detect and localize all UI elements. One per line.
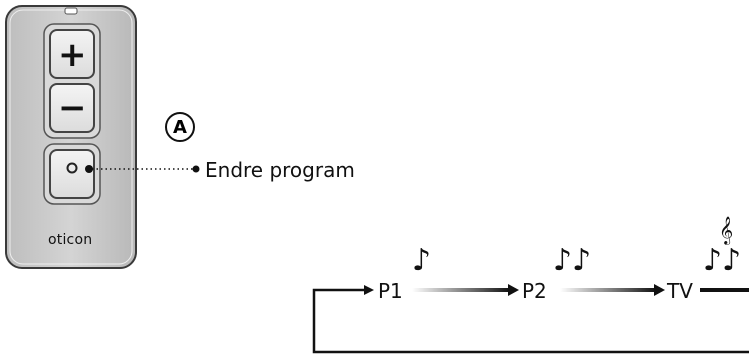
arrow-to-tv — [654, 284, 665, 296]
arrow-to-p2 — [508, 284, 519, 296]
remote-top-notch — [64, 7, 78, 15]
program-button-shape — [49, 149, 95, 199]
volume-up-button-shape — [49, 29, 95, 79]
plus-symbol: + — [58, 35, 87, 75]
notes-p1: ♪ — [412, 243, 432, 278]
volume-down-button-shape — [49, 83, 95, 133]
callout-marker-a: A — [165, 112, 195, 142]
notes-tv: ♪♪ — [703, 243, 742, 278]
arrow-p2-tv-body — [560, 288, 656, 292]
ring-icon — [66, 162, 78, 174]
arrow-tv-out-body — [700, 288, 749, 292]
arrow-p1-p2-body — [412, 288, 510, 292]
callout-action-label: Endre program — [205, 158, 355, 182]
callout-start-dot — [85, 165, 93, 173]
arrow-to-p1 — [364, 285, 374, 295]
notes-p2: ♪♪ — [553, 243, 592, 278]
program-label-p1: P1 — [378, 279, 403, 303]
treble-clef-icon: 𝄞 — [719, 216, 734, 244]
callout-marker-letter: A — [173, 116, 187, 138]
remote-brand-logo: oticon — [48, 232, 93, 248]
program-label-tv: TV — [667, 279, 693, 303]
cycle-return-line — [312, 288, 749, 354]
program-label-p2: P2 — [522, 279, 547, 303]
callout-end-dot — [192, 165, 200, 173]
minus-symbol: − — [58, 88, 87, 128]
